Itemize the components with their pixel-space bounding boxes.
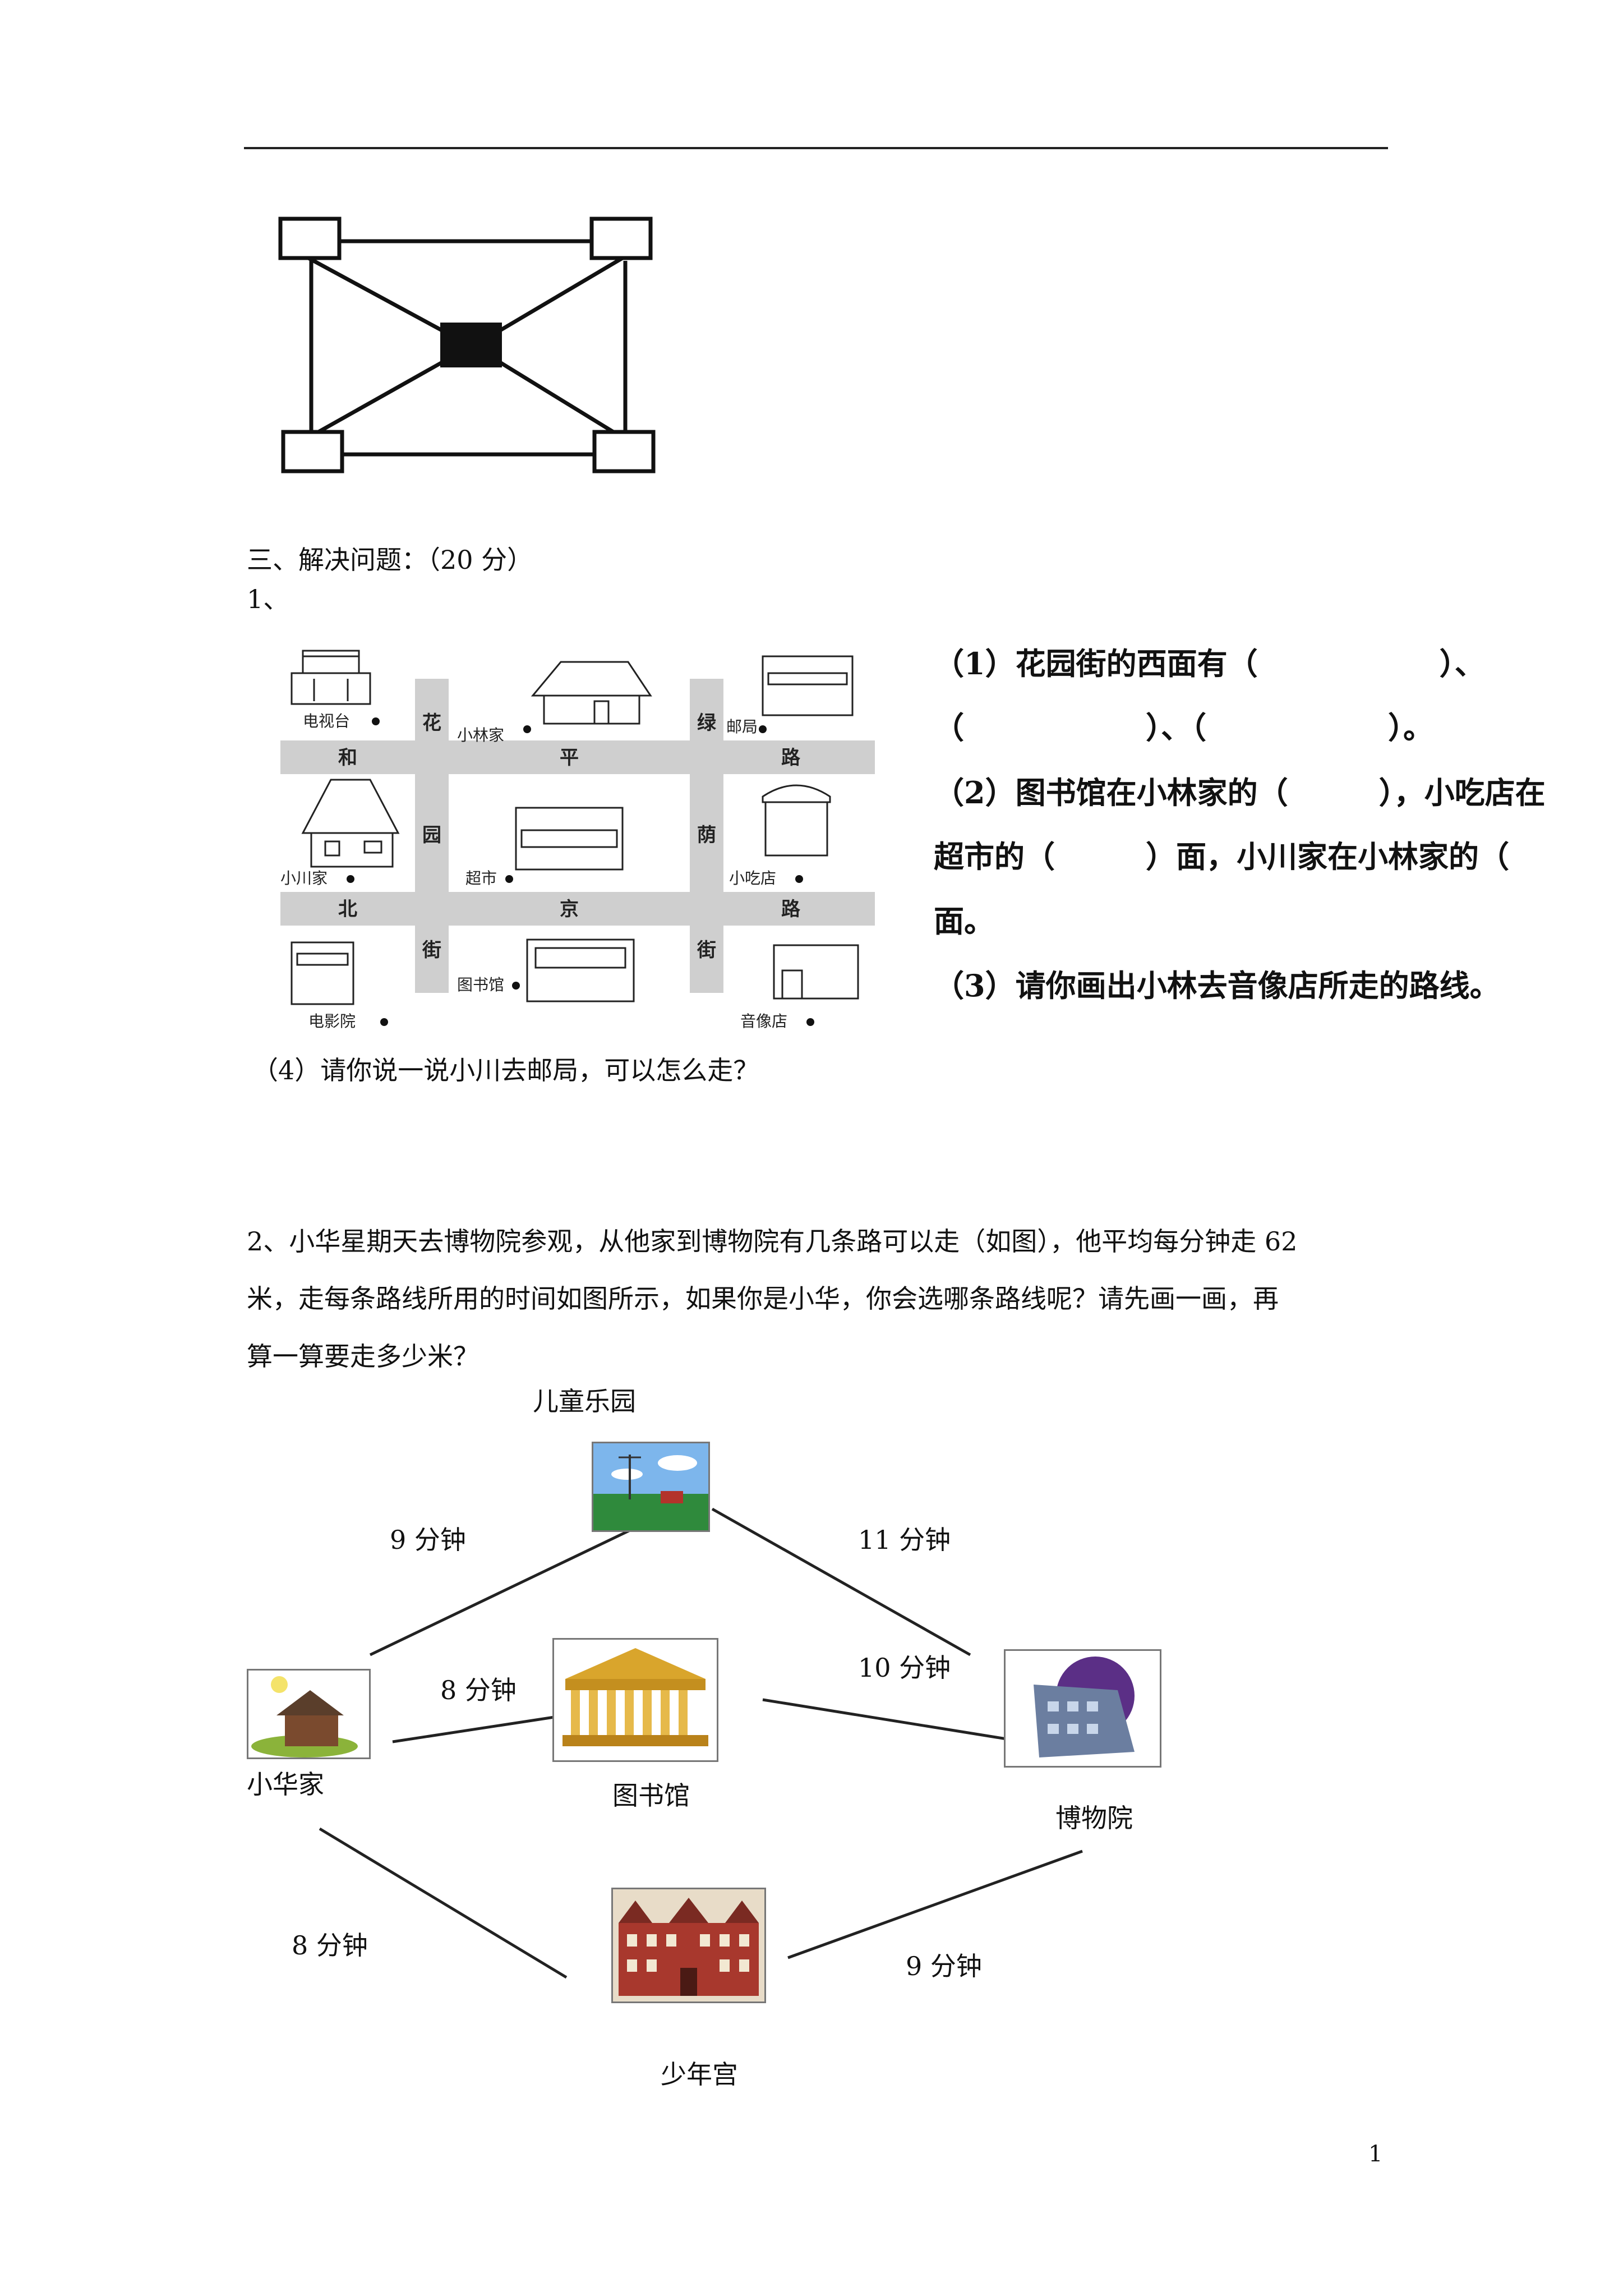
- square-diagram: [278, 217, 656, 473]
- street-char-he: 和: [338, 747, 357, 769]
- time-home-park: 9 分钟: [390, 1525, 466, 1555]
- museum-icon: [1004, 1649, 1161, 1768]
- time-palace-museum: 9 分钟: [906, 1951, 982, 1981]
- q1-part2-line1: （2）图书馆在小林家的（ ），小吃店在: [934, 775, 1546, 811]
- q2-line1: 2、小华星期天去博物院参观，从他家到博物院有几条路可以走（如图），他平均每分钟走…: [247, 1226, 1298, 1257]
- q2-line3: 算一算要走多少米？: [247, 1341, 479, 1372]
- place-library: 图书馆: [457, 976, 504, 994]
- place-audio-shop: 音像店: [740, 1012, 787, 1030]
- palace-icon: [611, 1888, 766, 2003]
- street-char-ping: 平: [560, 747, 579, 769]
- time-home-palace: 8 分钟: [292, 1930, 368, 1961]
- time-park-museum: 11 分钟: [858, 1525, 951, 1555]
- page-number: 1: [1368, 2141, 1383, 2167]
- q1-part1-line2: （ ）、（ ）。: [934, 710, 1433, 746]
- header-rule: [244, 147, 1388, 149]
- street-char-lv: 绿: [697, 712, 717, 734]
- street-char-yuan: 园: [422, 824, 441, 846]
- place-xiaolin-home: 小林家: [457, 726, 504, 744]
- street-char-jing: 京: [560, 898, 579, 921]
- street-char-bei: 北: [338, 898, 357, 921]
- label-park: 儿童乐园: [533, 1386, 636, 1416]
- place-snack-shop: 小吃店: [729, 869, 776, 887]
- place-post-office: 邮局: [726, 717, 758, 736]
- label-museum: 博物院: [1055, 1803, 1133, 1833]
- street-char-yin: 荫: [697, 824, 716, 846]
- home-icon: [247, 1669, 371, 1759]
- q1-part1-line1: （1）花园街的西面有（ ）、: [934, 646, 1485, 682]
- place-tv: 电视台: [303, 712, 350, 730]
- label-library: 图书馆: [612, 1780, 690, 1811]
- street-char-hua: 花: [422, 712, 441, 734]
- park-icon: [592, 1442, 710, 1532]
- q1-sub4: （4）请你说一说小川去邮局，可以怎么走？: [252, 1055, 759, 1085]
- time-library-museum: 10 分钟: [858, 1653, 951, 1683]
- q1-part2-line3: 面。: [934, 903, 994, 939]
- place-supermarket: 超市: [465, 869, 497, 887]
- street-char-jie-2: 街: [697, 939, 716, 961]
- q1-part3: （3）请你画出小林去音像店所走的路线。: [934, 968, 1500, 1004]
- street-char-lu-2: 路: [781, 898, 801, 921]
- label-palace: 少年宫: [661, 2059, 738, 2090]
- place-xiaochuan-home: 小川家: [280, 869, 328, 887]
- time-home-library: 8 分钟: [440, 1675, 517, 1705]
- street-map: 花 园 街 绿 荫 街 和 平 路 北 京 路 电视台: [280, 650, 875, 1030]
- q1-part2-line2: 超市的（ ）面，小川家在小林家的（: [934, 839, 1509, 875]
- place-cinema: 电影院: [308, 1012, 356, 1030]
- question-1-number: 1、: [247, 584, 289, 614]
- q2-line2: 米，走每条路线所用的时间如图所示，如果你是小华，你会选哪条路线呢？请先画一画，再: [247, 1283, 1279, 1314]
- label-home: 小华家: [247, 1769, 324, 1800]
- section-heading: 三、解决问题：（20 分）: [247, 545, 533, 575]
- street-char-lu-1: 路: [781, 747, 801, 769]
- library-icon: [552, 1638, 718, 1762]
- street-char-jie-1: 街: [422, 939, 441, 961]
